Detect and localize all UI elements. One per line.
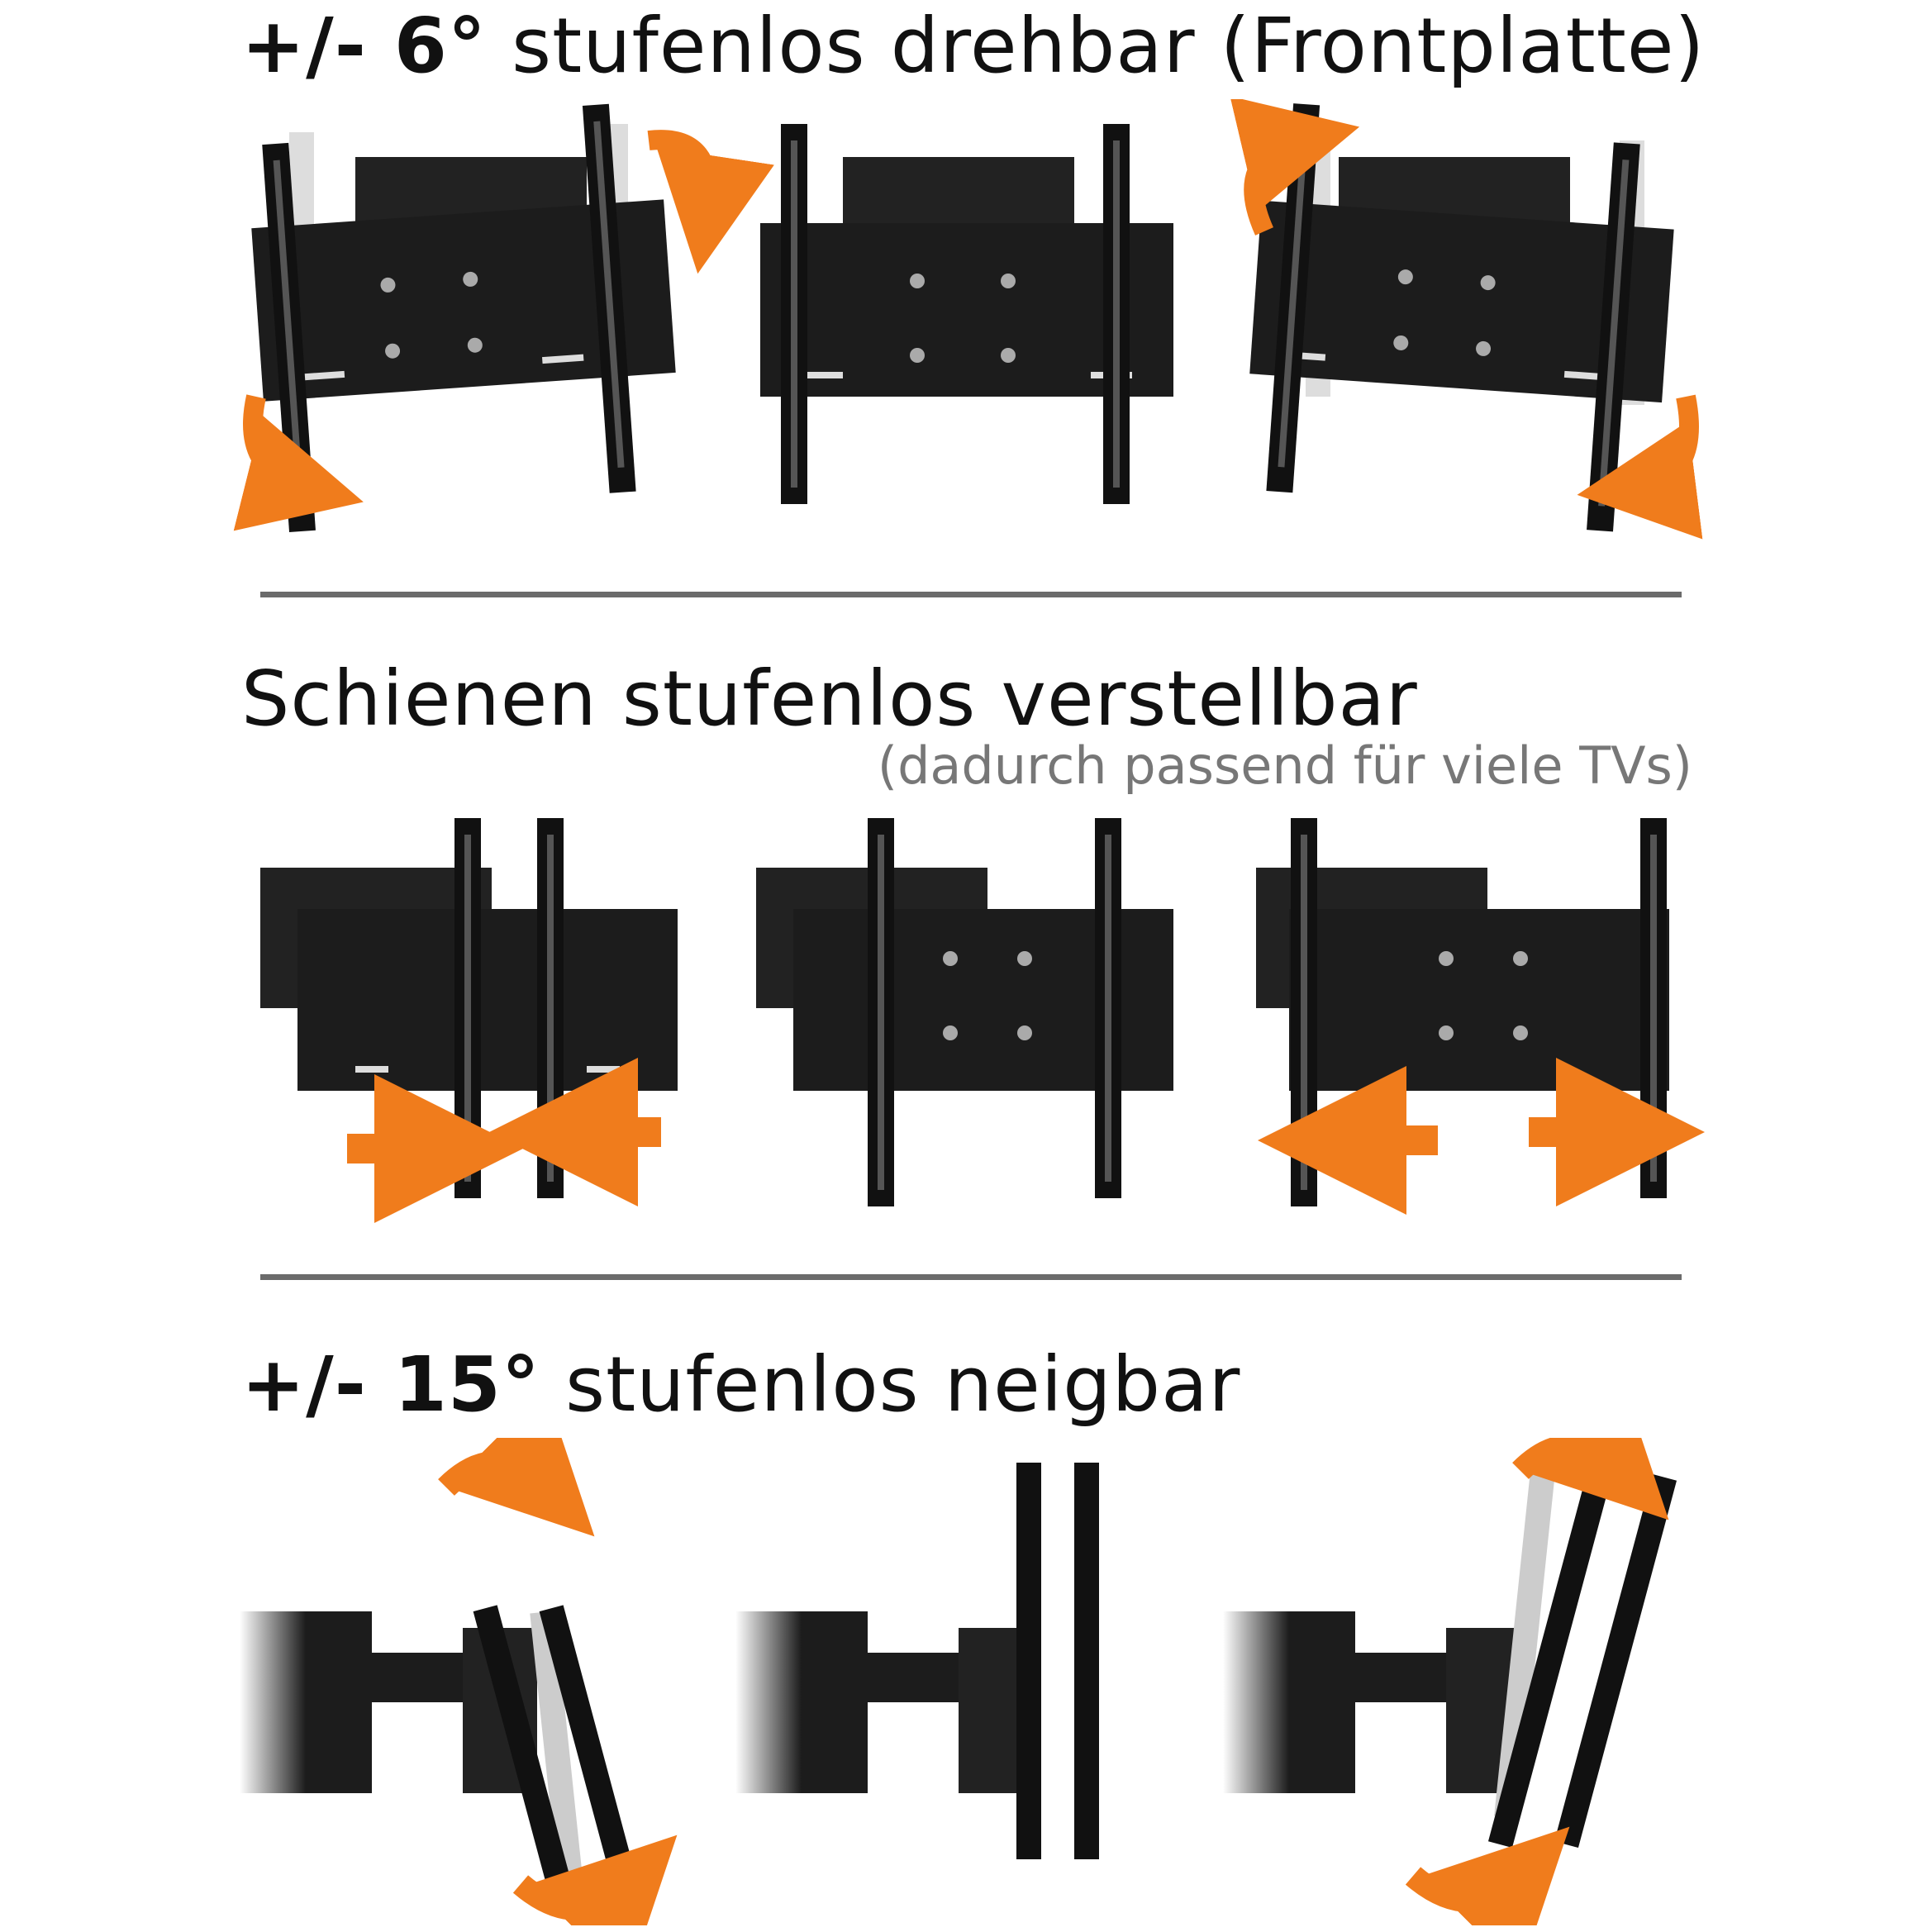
mount-rails-standard [756, 818, 1173, 1206]
rails-subheading: (dadurch passend für viele TVs) [877, 735, 1692, 796]
section-divider [260, 1274, 1682, 1280]
rotate-arrow-icon [1577, 394, 1703, 540]
tilt-arrow-icon [438, 1438, 595, 1537]
tilt-arrow-icon [512, 1834, 678, 1925]
rails-illustrations [231, 810, 1719, 1240]
rotate-arrow-icon [647, 130, 774, 274]
rotate-arrow-icon [1230, 99, 1360, 236]
tilt-illustrations [231, 1438, 1719, 1925]
mount-tilt-forward [240, 1605, 643, 1910]
mount-tilt-neutral [735, 1463, 1099, 1859]
mount-tilt-backward [1223, 1470, 1677, 1849]
rails-text: Schienen stufenlos verstellbar [241, 654, 1418, 743]
section-divider [260, 592, 1682, 597]
rails-heading: Schienen stufenlos verstellbar [241, 661, 1418, 737]
mount-straight [760, 124, 1173, 504]
rotation-heading: +/- 6° stufenlos drehbar (Frontplatte) [241, 8, 1705, 84]
mount-rotated-left [251, 103, 676, 532]
rotate-arrow-icon [233, 394, 364, 531]
tilt-text: stufenlos neigbar [540, 1340, 1241, 1429]
mount-rotated-right [1249, 103, 1674, 532]
tilt-degree: +/- 15° [241, 1340, 540, 1429]
tilt-arrow-icon [1405, 1826, 1570, 1925]
rotation-illustrations [231, 99, 1719, 545]
rotation-degree: +/- 6° [241, 2, 487, 90]
mount-rails-outward [1256, 818, 1669, 1206]
rotation-text: stufenlos drehbar (Frontplatte) [486, 2, 1706, 90]
tilt-arrow-icon [1512, 1438, 1669, 1520]
tilt-heading: +/- 15° stufenlos neigbar [241, 1347, 1240, 1423]
